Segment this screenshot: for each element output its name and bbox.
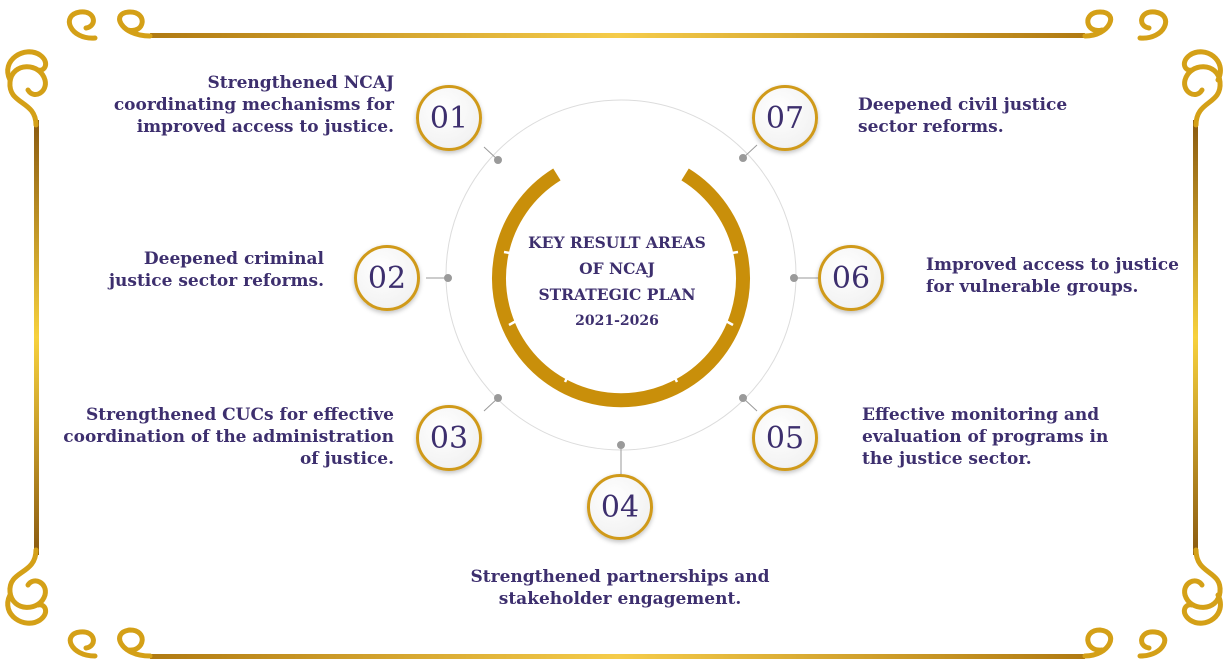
central-gold-ring <box>492 168 750 408</box>
bottom-left-scroll-ornament <box>5 547 153 659</box>
top-left-scroll-ornament <box>5 9 153 128</box>
kra-number-05: 05 <box>752 405 818 471</box>
connectors <box>426 144 818 476</box>
kra-text-01: Strengthened NCAJ coordinating mechanism… <box>113 73 394 137</box>
kra-number-07: 07 <box>752 85 818 151</box>
kra-text-02: Deepened criminal justice sector reforms… <box>108 249 324 291</box>
bottom-right-scroll-ornament <box>1082 547 1223 659</box>
frame-right-bar <box>1193 120 1198 555</box>
frame-bottom-bar <box>150 654 1085 659</box>
top-right-scroll-ornament <box>1082 9 1223 128</box>
kra-text-04: Strengthened partnerships and stakeholde… <box>470 567 770 609</box>
kra-number-04: 04 <box>587 474 653 540</box>
kra-number-06: 06 <box>818 245 884 311</box>
kra-text-05: Effective monitoring and evaluation of p… <box>862 405 1109 469</box>
kra-number-01: 01 <box>416 85 482 151</box>
kra-text-07: Deepened civil justice sector reforms. <box>858 95 1068 137</box>
center-title-line-3: STRATEGIC PLAN <box>538 285 696 304</box>
kra-text-06: Improved access to justice for vulnerabl… <box>926 255 1179 297</box>
center-title: KEY RESULT AREAS OF NCAJ STRATEGIC PLAN … <box>492 230 742 334</box>
frame-left-bar <box>34 120 39 555</box>
center-title-line-1: KEY RESULT AREAS <box>528 233 706 252</box>
kra-text-03: Strengthened CUCs for effective coordina… <box>63 405 394 469</box>
center-title-line-2: OF NCAJ <box>579 259 655 278</box>
kra-number-03: 03 <box>416 405 482 471</box>
center-title-years: 2021-2026 <box>575 313 659 329</box>
kra-number-02: 02 <box>354 245 420 311</box>
frame-top-bar <box>150 33 1085 38</box>
